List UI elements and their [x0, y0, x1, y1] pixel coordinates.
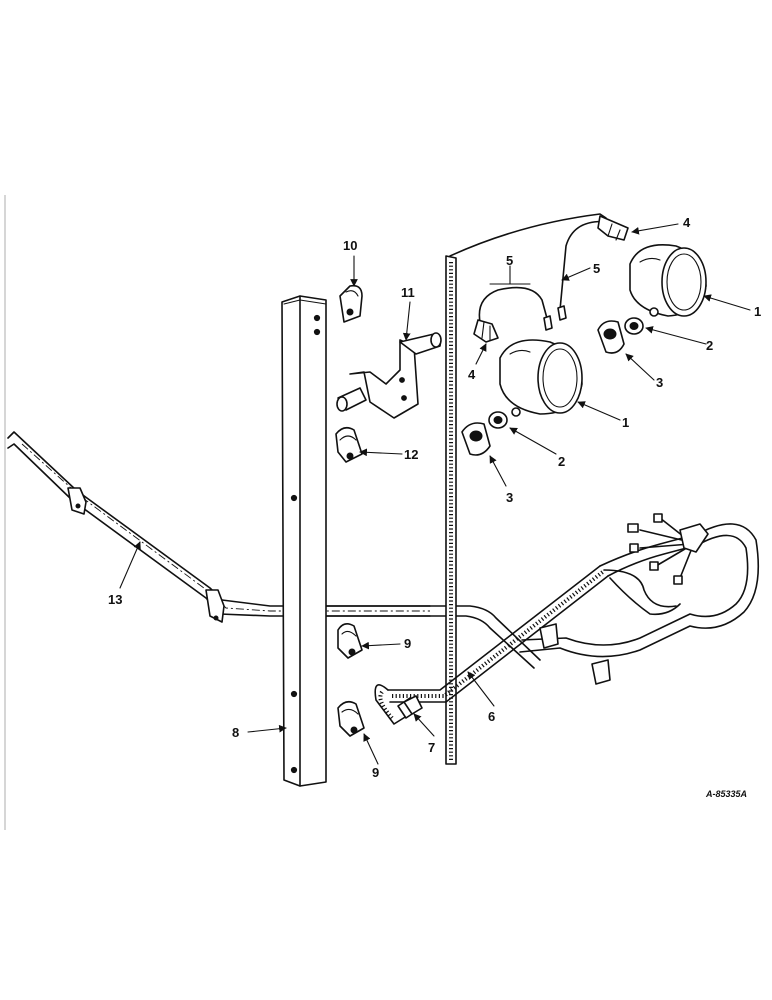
callout-harness: 6: [488, 709, 495, 724]
callout-lead-right: 5: [593, 261, 600, 276]
callout-clip-top: 10: [343, 238, 357, 253]
rod-13: [7, 431, 431, 623]
lamp-1-lower: [499, 339, 583, 417]
callout-lead-left: 5: [506, 253, 513, 268]
callout-clamp-lower: 3: [506, 490, 513, 505]
clamp-3-upper: [597, 320, 625, 354]
callout-clip-upper: 9: [404, 636, 411, 651]
callout-nut-upper: 2: [706, 338, 713, 353]
callout-rod: 13: [108, 592, 122, 607]
callout-connector-lower: 4: [468, 367, 476, 382]
clamp-3-lower: [461, 422, 491, 456]
connector-4-upper: [597, 215, 629, 241]
nut-2-lower: [488, 411, 508, 429]
clip-12: [335, 426, 363, 463]
rod-continuation-lower: [319, 615, 535, 669]
callout-lamp-upper: 1: [754, 304, 761, 319]
lamp-1-upper: [629, 244, 707, 317]
angle-bar-8: [281, 295, 327, 787]
callout-bracket: 11: [401, 285, 415, 300]
callout-angle-bar: 8: [232, 725, 239, 740]
callout-clamp-upper: 3: [656, 375, 663, 390]
callout-connector-upper: 4: [683, 215, 691, 230]
callout-sleeve: 7: [428, 740, 435, 755]
connector-4-lower: [473, 319, 499, 343]
rod-continuation: [319, 605, 541, 661]
sleeve-7: [397, 695, 423, 719]
nut-2-upper: [624, 317, 644, 335]
harness-6: [374, 255, 760, 765]
clip-9-upper: [337, 622, 363, 659]
clip-10: [339, 284, 363, 323]
bracket-11: [336, 332, 442, 419]
clip-9-lower: [337, 700, 365, 737]
callout-nut-lower: 2: [558, 454, 565, 469]
callout-clip-lower: 9: [372, 765, 379, 780]
leader-lines: [119, 223, 751, 765]
reference-code: A-85335A: [705, 789, 747, 799]
callout-clip-mid: 12: [404, 447, 418, 462]
callout-lamp-lower: 1: [622, 415, 629, 430]
leads-5: [449, 213, 611, 331]
